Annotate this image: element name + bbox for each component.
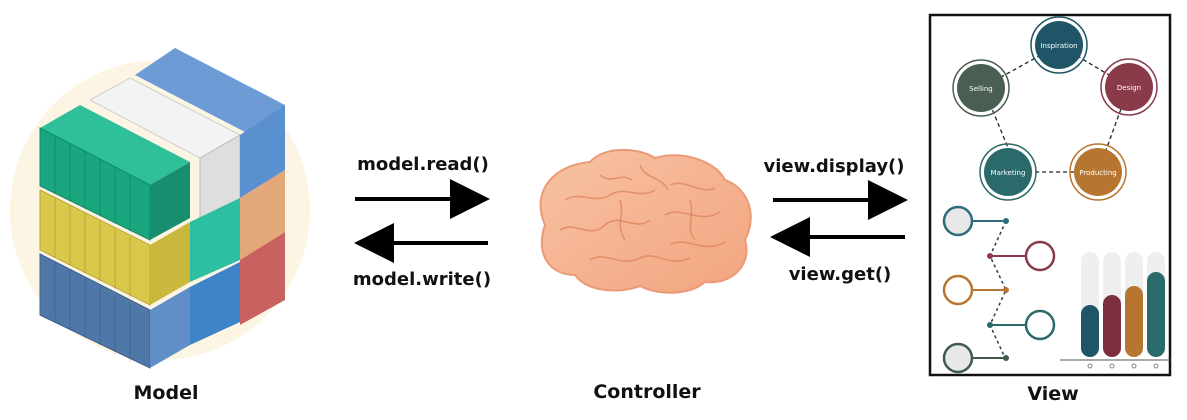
model-write-label: model.write() (353, 269, 491, 290)
cycle-node-design: Design (1100, 58, 1158, 116)
svg-text:Design: Design (1117, 84, 1141, 92)
controller-brain-icon (539, 148, 752, 294)
cycle-node-inspiration: Inspiration (1030, 16, 1088, 74)
model-label: Model (134, 382, 199, 404)
bar-chart-graphic (1060, 252, 1170, 369)
view-get-label: view.get() (789, 264, 892, 285)
svg-text:Marketing: Marketing (991, 169, 1026, 177)
cycle-node-producting: Producting (1069, 143, 1127, 201)
cycle-node-selling: Selling (952, 59, 1010, 117)
model-containers-icon (10, 48, 310, 369)
svg-text:Producting: Producting (1079, 169, 1116, 177)
timeline-graphic (942, 205, 1056, 374)
view-infographic-icon: Inspiration Design Producting Marketing … (928, 13, 1172, 377)
view-label: View (1027, 383, 1078, 405)
model-read-label: model.read() (357, 154, 489, 175)
controller-label: Controller (593, 381, 701, 403)
cycle-node-marketing: Marketing (979, 143, 1037, 201)
view-display-label: view.display() (763, 156, 904, 177)
svg-text:Inspiration: Inspiration (1040, 42, 1077, 50)
svg-text:Selling: Selling (969, 85, 992, 93)
